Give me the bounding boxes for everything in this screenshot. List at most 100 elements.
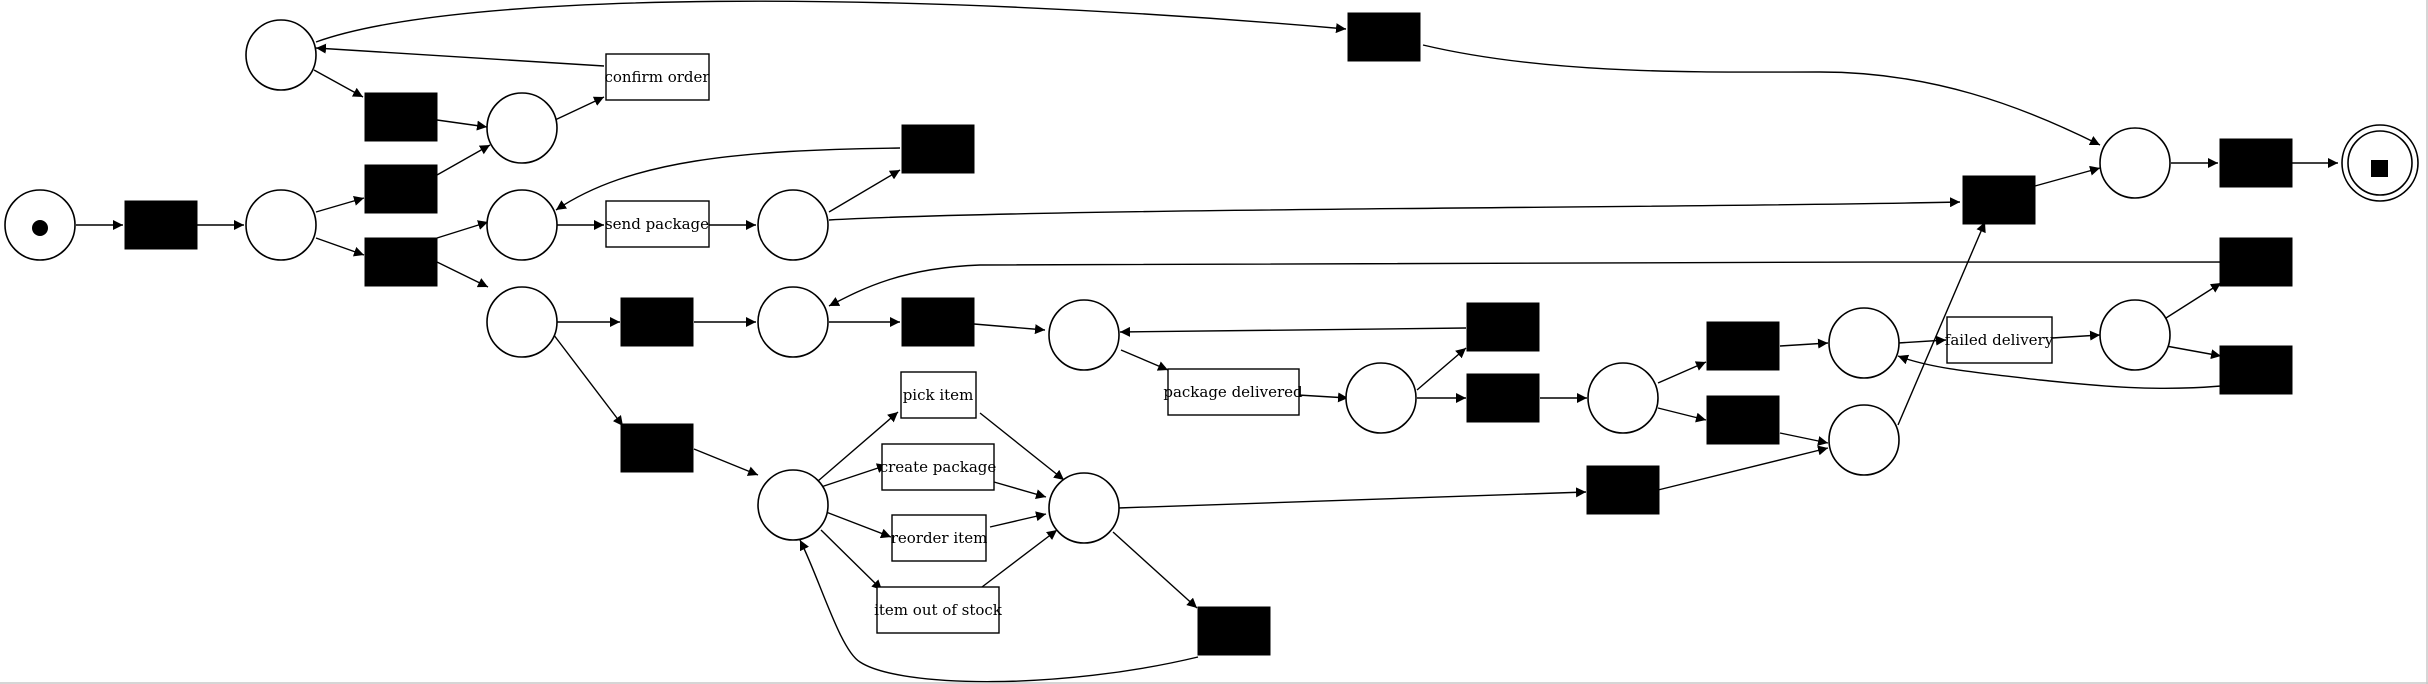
silent-transition	[901, 124, 975, 174]
task-send-package: send package	[605, 200, 710, 248]
silent-transition	[364, 92, 438, 142]
arc	[1779, 338, 1829, 349]
place	[1828, 404, 1900, 476]
place	[1048, 472, 1120, 544]
arc	[1657, 407, 1707, 423]
silent-transition	[1586, 465, 1660, 515]
place	[486, 286, 558, 358]
arc	[315, 43, 605, 67]
task-label: pick item	[903, 386, 974, 404]
place	[757, 469, 829, 541]
arc	[1416, 347, 1467, 391]
places	[4, 19, 2419, 544]
silent-transition	[1347, 12, 1421, 62]
arc	[313, 69, 364, 98]
task-package-delivered: package delivered	[1163, 368, 1303, 416]
place	[486, 189, 558, 261]
arc	[979, 412, 1065, 481]
arc	[315, 0, 1347, 43]
place	[245, 19, 317, 91]
arc	[1422, 44, 2101, 146]
place	[2099, 127, 2171, 199]
place	[245, 189, 317, 261]
arc	[1297, 392, 1349, 403]
silent-transitions	[124, 12, 2293, 656]
token	[32, 220, 48, 236]
arc	[828, 261, 2291, 307]
task-confirm-order: confirm order	[604, 53, 710, 101]
task-label: item out of stock	[874, 601, 1003, 619]
arc	[436, 119, 488, 131]
task-label: failed delivery	[1945, 331, 2054, 349]
task-label: confirm order	[604, 68, 710, 86]
task-item-out-of-stock: item out of stock	[874, 586, 1003, 634]
arc	[1897, 335, 1947, 346]
arc	[993, 481, 1047, 500]
arc	[315, 237, 365, 257]
silent-transition	[1197, 606, 1271, 656]
silent-transition	[2219, 138, 2293, 188]
arc	[981, 529, 1058, 588]
task-label: reorder item	[891, 529, 988, 547]
task-pick-item: pick item	[900, 371, 977, 419]
place	[2099, 299, 2171, 371]
arc	[817, 411, 899, 482]
task-create-package: create package	[880, 443, 996, 491]
silent-transition	[364, 237, 438, 287]
arcs	[76, 0, 2338, 683]
task-label: send package	[605, 215, 709, 233]
arc	[828, 169, 901, 213]
arc	[1779, 432, 1829, 446]
arc	[828, 197, 1961, 221]
arc	[315, 196, 365, 213]
arc	[693, 448, 759, 476]
arc	[2051, 330, 2101, 341]
place	[757, 286, 829, 358]
silent-transition	[1706, 395, 1780, 445]
silent-transition	[620, 423, 694, 473]
place	[1828, 307, 1900, 379]
task-reorder-item: reorder item	[891, 514, 988, 562]
silent-transition	[1466, 302, 1540, 352]
silent-transition	[1962, 175, 2036, 225]
arc	[2165, 345, 2222, 360]
arc	[989, 511, 1047, 528]
arc	[820, 463, 888, 488]
place	[757, 189, 829, 261]
arc	[436, 144, 491, 176]
silent-transition	[124, 200, 198, 250]
arc	[1897, 354, 2222, 390]
arc	[1657, 445, 1829, 491]
silent-transition	[2219, 237, 2293, 287]
arc	[973, 323, 1046, 335]
arc	[1120, 349, 1169, 371]
place	[1345, 362, 1417, 434]
silent-transition	[2219, 345, 2293, 395]
place	[1048, 299, 1120, 371]
silent-transition	[1466, 373, 1540, 423]
arc	[2034, 165, 2101, 187]
arc	[2165, 282, 2222, 319]
silent-transition	[901, 297, 975, 347]
arc	[1897, 221, 1986, 426]
task-failed-delivery: failed delivery	[1945, 316, 2054, 364]
arc	[1112, 531, 1198, 609]
arc	[1657, 361, 1707, 384]
task-label: package delivered	[1163, 383, 1303, 401]
arc	[546, 325, 624, 427]
arc	[436, 220, 489, 239]
labeled-transitions: confirm order send package pick item cre…	[604, 53, 2054, 634]
arc	[436, 261, 489, 288]
arc	[820, 529, 883, 591]
arc	[554, 96, 605, 121]
silent-transition	[620, 297, 694, 347]
arc	[1119, 326, 1467, 337]
place	[486, 92, 558, 164]
place	[1587, 362, 1659, 434]
arc	[555, 147, 901, 211]
sink-marker	[2371, 160, 2388, 177]
arc	[1117, 487, 1587, 509]
silent-transition	[1706, 321, 1780, 371]
